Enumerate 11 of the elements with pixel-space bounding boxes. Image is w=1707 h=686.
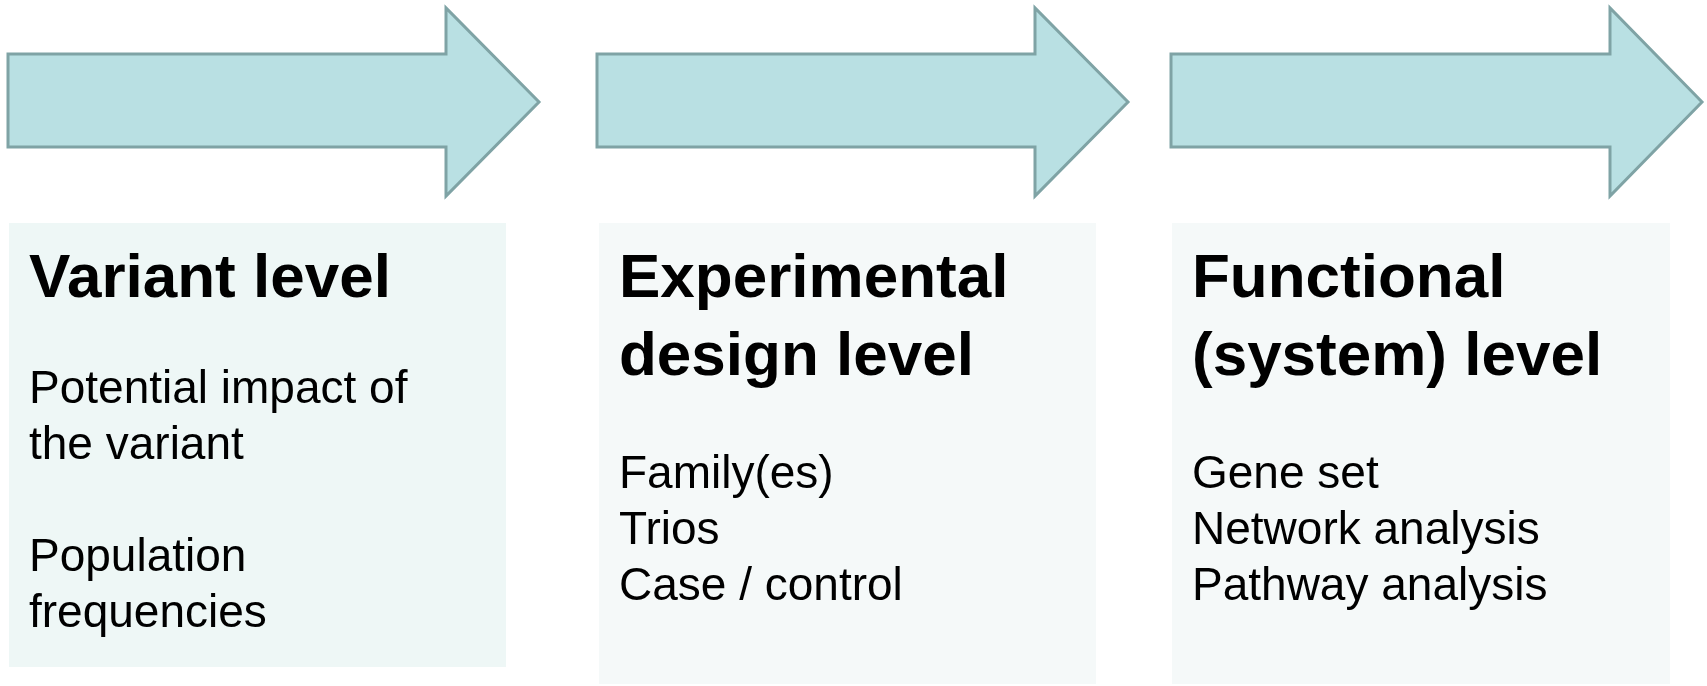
panel-heading: Variant level [29,240,392,312]
panel-text: Potential impact of the variant [29,359,409,471]
panel-heading: Functional (system) level [1192,240,1604,390]
panel-text: Network analysis [1192,501,1541,557]
panel-text: Pathway analysis [1192,557,1549,613]
panel-heading: Experimental design level [619,240,1010,390]
panel-text: Family(es) [619,445,835,500]
panel-text: Trios [619,501,721,557]
panel-text: Gene set [1192,445,1380,500]
panel-text: Case / control [619,557,904,613]
panel-text: Population frequencies [29,527,268,639]
